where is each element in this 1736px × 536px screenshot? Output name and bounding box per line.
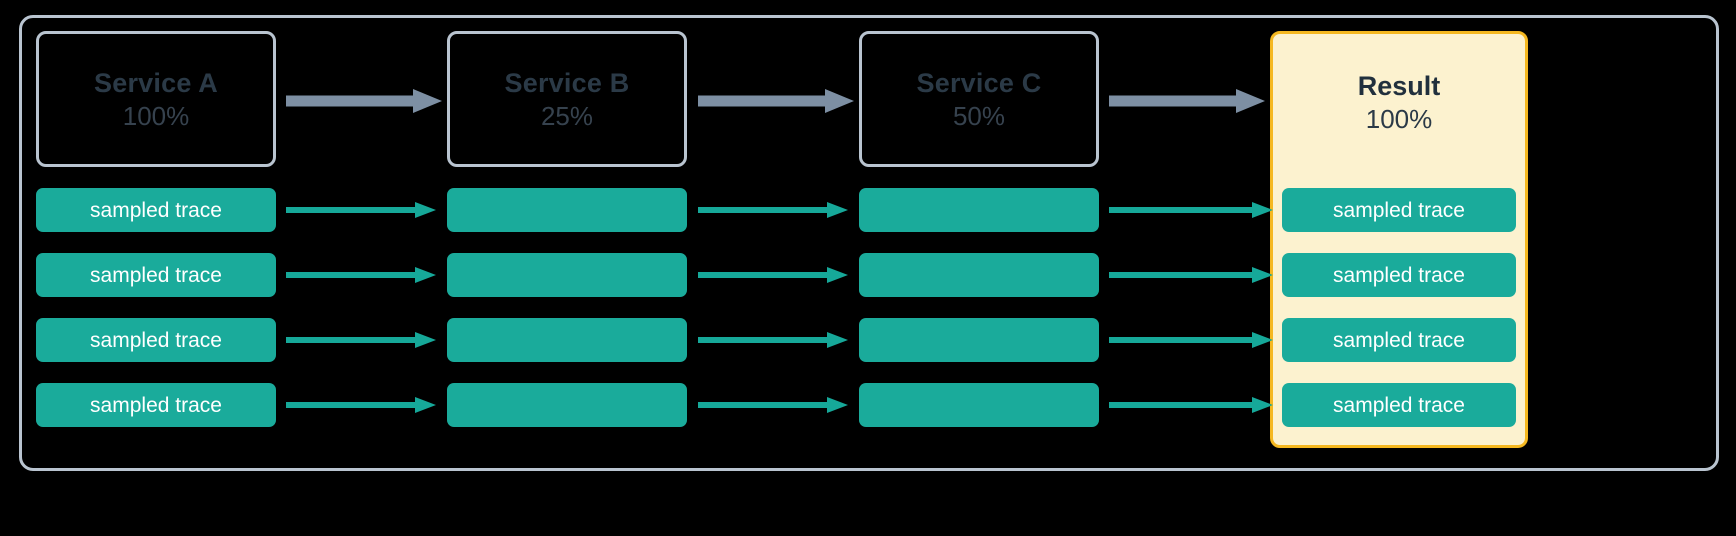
- service-name-c: Service C: [916, 67, 1042, 98]
- trace-bar-result-row3[interactable]: sampled trace: [1282, 318, 1516, 362]
- trace-bar-result-row1[interactable]: sampled trace: [1282, 188, 1516, 232]
- service-name-b: Service B: [504, 67, 630, 98]
- trace-arrow-b-to-c-row3-icon: [698, 332, 848, 348]
- trace-arrow-c-to-result-row1-icon: [1109, 202, 1273, 218]
- trace-bar-label: sampled trace: [1333, 393, 1465, 417]
- service-percent-c: 50%: [952, 100, 1006, 131]
- trace-bar-label: sampled trace: [90, 198, 222, 222]
- service-percent-a: 100%: [122, 100, 190, 131]
- result-panel[interactable]: Result 100%: [1270, 31, 1528, 448]
- trace-bar-c-row3[interactable]: [859, 318, 1099, 362]
- trace-bar-b-row1[interactable]: [447, 188, 687, 232]
- trace-bar-a-row2[interactable]: sampled trace: [36, 253, 276, 297]
- service-box-b[interactable]: Service B 25%: [447, 31, 687, 167]
- flow-arrow-c-to-result-icon: [1109, 89, 1265, 113]
- trace-bar-result-row4[interactable]: sampled trace: [1282, 383, 1516, 427]
- trace-bar-label: sampled trace: [90, 263, 222, 287]
- trace-arrow-b-to-c-row4-icon: [698, 397, 848, 413]
- trace-bar-c-row4[interactable]: [859, 383, 1099, 427]
- trace-bar-b-row3[interactable]: [447, 318, 687, 362]
- trace-arrow-b-to-c-row2-icon: [698, 267, 848, 283]
- trace-arrow-a-to-b-row3-icon: [286, 332, 436, 348]
- trace-bar-a-row3[interactable]: sampled trace: [36, 318, 276, 362]
- trace-bar-result-row2[interactable]: sampled trace: [1282, 253, 1516, 297]
- trace-bar-a-row1[interactable]: sampled trace: [36, 188, 276, 232]
- service-box-c[interactable]: Service C 50%: [859, 31, 1099, 167]
- flow-arrow-a-to-b-icon: [286, 89, 442, 113]
- trace-arrow-c-to-result-row4-icon: [1109, 397, 1273, 413]
- service-box-a[interactable]: Service A 100%: [36, 31, 276, 167]
- trace-arrow-a-to-b-row1-icon: [286, 202, 436, 218]
- trace-bar-c-row2[interactable]: [859, 253, 1099, 297]
- trace-arrow-c-to-result-row3-icon: [1109, 332, 1273, 348]
- result-title: Result: [1357, 70, 1441, 101]
- trace-bar-b-row4[interactable]: [447, 383, 687, 427]
- trace-bar-a-row4[interactable]: sampled trace: [36, 383, 276, 427]
- trace-arrow-c-to-result-row2-icon: [1109, 267, 1273, 283]
- result-header: Result 100%: [1273, 34, 1525, 170]
- trace-bar-label: sampled trace: [1333, 328, 1465, 352]
- trace-bar-label: sampled trace: [90, 328, 222, 352]
- trace-bar-label: sampled trace: [1333, 198, 1465, 222]
- trace-bar-c-row1[interactable]: [859, 188, 1099, 232]
- trace-bar-label: sampled trace: [90, 393, 222, 417]
- trace-bar-b-row2[interactable]: [447, 253, 687, 297]
- diagram-outer-frame: [19, 15, 1719, 471]
- trace-arrow-a-to-b-row2-icon: [286, 267, 436, 283]
- trace-arrow-b-to-c-row1-icon: [698, 202, 848, 218]
- trace-arrow-a-to-b-row4-icon: [286, 397, 436, 413]
- result-percent: 100%: [1365, 103, 1433, 134]
- flow-arrow-b-to-c-icon: [698, 89, 854, 113]
- trace-bar-label: sampled trace: [1333, 263, 1465, 287]
- service-percent-b: 25%: [540, 100, 594, 131]
- service-name-a: Service A: [94, 67, 218, 98]
